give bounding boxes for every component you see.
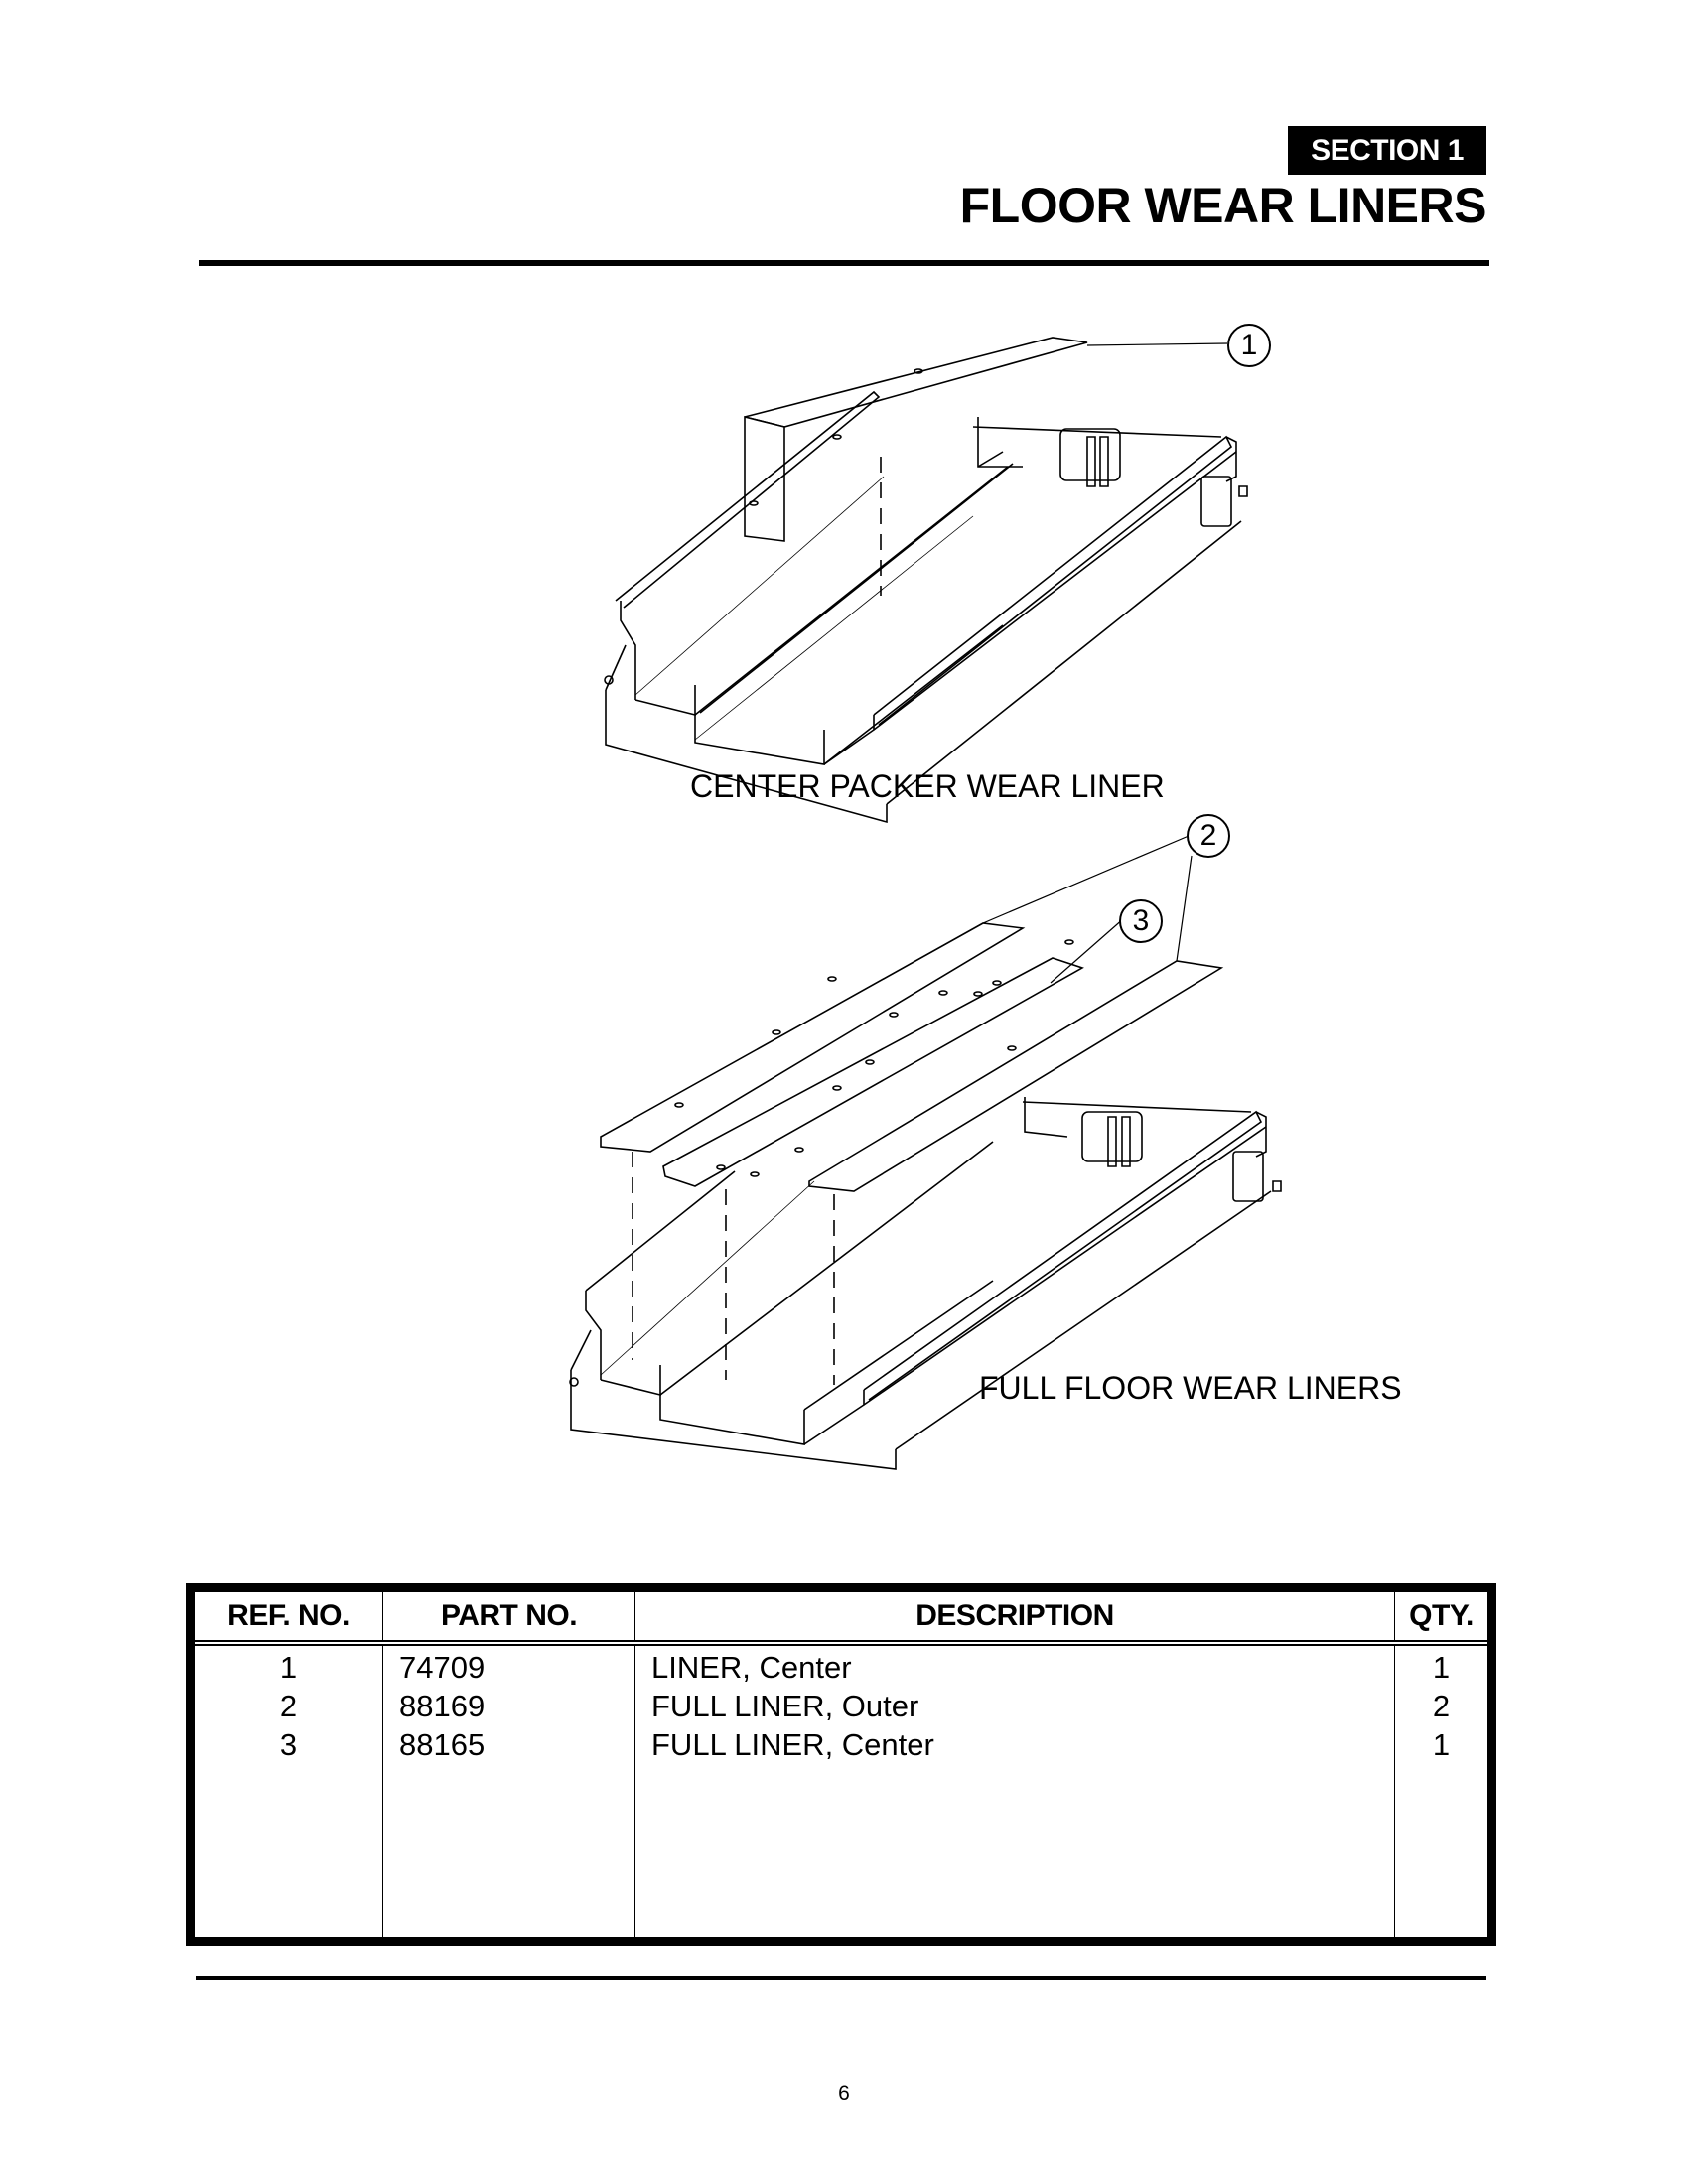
- callout-2: 2: [1187, 814, 1230, 858]
- center-packer-diagram: [604, 338, 1247, 822]
- column-header-qty: QTY.: [1409, 1599, 1474, 1632]
- column-header-description: DESCRIPTION: [635, 1592, 1395, 1640]
- header-rule: [199, 260, 1489, 266]
- description-cell: FULL LINER, Center: [651, 1727, 934, 1762]
- ref-no-cell: 3: [279, 1727, 298, 1762]
- qty-cell: 1: [1432, 1727, 1451, 1762]
- ref-no-column: 1 2 3: [195, 1646, 383, 1937]
- part-no-cell: 88165: [399, 1727, 486, 1762]
- description-cell: FULL LINER, Outer: [651, 1689, 919, 1723]
- qty-cell: 1: [1432, 1650, 1451, 1685]
- callout-3: 3: [1119, 899, 1163, 943]
- column-header-ref-no: REF. NO.: [195, 1592, 383, 1640]
- full-floor-diagram: [569, 836, 1281, 1469]
- qty-cell: 2: [1432, 1689, 1451, 1723]
- parts-table: REF. NO. PART NO. DESCRIPTION QTY. 1 2 3…: [186, 1583, 1496, 1946]
- page-number: 6: [838, 2082, 850, 2105]
- page-title: FLOOR WEAR LINERS: [959, 178, 1487, 233]
- qty-column: 1 2 1: [1395, 1646, 1487, 1937]
- part-no-cell: 74709: [399, 1650, 486, 1685]
- ref-no-cell: 2: [279, 1689, 298, 1723]
- part-no-column: 74709 88169 88165: [383, 1646, 635, 1937]
- description-column: LINER, Center FULL LINER, Outer FULL LIN…: [635, 1646, 1395, 1937]
- diagram-caption-center-packer: CENTER PACKER WEAR LINER: [690, 768, 1165, 804]
- section-badge: SECTION 1: [1288, 126, 1486, 175]
- callout-1: 1: [1227, 324, 1271, 367]
- column-header-part-no: PART NO.: [383, 1592, 635, 1640]
- footer-rule: [196, 1976, 1486, 1980]
- ref-no-cell: 1: [279, 1650, 298, 1685]
- table-header: REF. NO. PART NO. DESCRIPTION QTY.: [195, 1592, 1487, 1646]
- table-body: 1 2 3 74709 88169 88165 LINER, Center FU…: [195, 1646, 1487, 1937]
- parts-diagram: [569, 0, 1688, 1549]
- part-no-cell: 88169: [399, 1689, 486, 1723]
- description-cell: LINER, Center: [651, 1650, 852, 1685]
- diagram-caption-full-floor: FULL FLOOR WEAR LINERS: [979, 1370, 1402, 1406]
